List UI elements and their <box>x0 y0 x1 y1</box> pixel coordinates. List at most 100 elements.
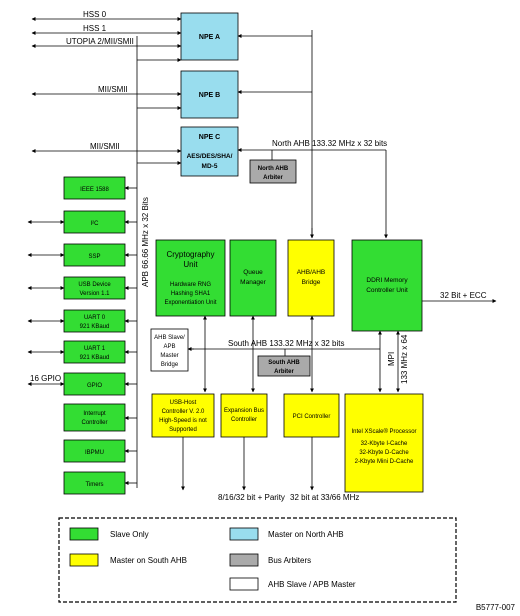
npe-a-label: NPE A <box>199 34 220 41</box>
connectors <box>27 17 497 491</box>
expansion-bus-label: 8/16/32 bit + Parity <box>218 493 285 502</box>
utopia-label: UTOPIA 2/MII/SMII <box>66 37 134 46</box>
ibpmu-label: IBPMU <box>85 450 104 456</box>
ddr-memory-controller-block: DDRI Memory Controller Unit <box>351 239 423 332</box>
mii-b-label: MII/SMII <box>98 85 128 94</box>
crypto-label-3: Hardware RNG <box>170 282 211 288</box>
gpio-block: GPIO <box>63 372 126 396</box>
apbbridge-label-2: APB <box>163 344 175 350</box>
usbhost-label-2: Controller V. 2.0 <box>162 409 205 415</box>
apb-bus-label: APB 66.66 MHz x 32 Bits <box>141 197 150 287</box>
npe-c-md5-label: MD-5 <box>202 163 218 170</box>
npe-b-label: NPE B <box>199 92 220 99</box>
npe-c-crypto-label: AES/DES/SHA/ <box>187 153 233 160</box>
pci-bus-label: 32 bit at 33/66 MHz <box>290 493 359 502</box>
legend-master-north: Master on North AHB <box>229 527 344 541</box>
uart1-label-2: 921 KBaud <box>80 355 110 361</box>
npe-b-block: NPE B <box>180 70 239 119</box>
apb-bridge-block: AHB Slave/ APB Master Bridge <box>150 328 189 372</box>
expbus-label-1: Expansion Bus <box>224 408 264 414</box>
legend-bus-arbiters: Bus Arbiters <box>229 553 311 567</box>
ibpmu-block: IBPMU <box>63 439 126 463</box>
legend-bridge: AHB Slave / APB Master <box>229 577 356 591</box>
pci-label: PCI Controller <box>293 414 331 420</box>
legend-slave-only-label: Slave Only <box>110 530 149 539</box>
ecc-label: 32 Bit + ECC <box>440 291 487 300</box>
mpi-speed-label: 133 MHz x 64 <box>400 334 409 384</box>
north-arbiter-label-2: Arbiter <box>263 175 283 181</box>
legend: Slave Only Master on North AHB Master on… <box>58 517 457 603</box>
npe-a-block: NPE A <box>180 12 239 61</box>
crypto-label-2: Unit <box>183 260 198 269</box>
south-arbiter-label-1: South AHB <box>268 360 300 366</box>
south-ahb-label: South AHB 133.32 MHz x 32 bits <box>228 339 345 348</box>
xscale-label-4: 2-Kbyte Mini D-Cache <box>355 459 414 465</box>
gpio-label: GPIO <box>87 383 102 389</box>
ieee1588-label: IEEE 1588 <box>80 187 109 193</box>
usbhost-label-4: Supported <box>169 427 197 433</box>
crypto-label-1: Cryptography <box>166 250 214 259</box>
xscale-processor-block: Intel XScale® Processor 32-Kbyte I-Cache… <box>344 393 424 493</box>
timers-label: Timers <box>85 482 103 488</box>
ssp-label: SSP <box>88 254 100 260</box>
usbhost-label-1: USB-Host <box>170 400 197 406</box>
legend-slave-only: Slave Only <box>69 527 149 541</box>
south-arbiter-label-2: Arbiter <box>274 369 294 375</box>
apbbridge-label-4: Bridge <box>161 362 179 368</box>
apbbridge-label-1: AHB Slave/ <box>154 335 185 341</box>
xscale-label-1: Intel XScale® Processor <box>351 428 416 435</box>
apbbridge-label-3: Master <box>160 353 178 359</box>
interrupt-controller-block: Interrupt Controller <box>63 403 126 432</box>
south-ahb-arbiter: South AHB Arbiter <box>257 355 311 377</box>
labels: HSS 0 HSS 1 UTOPIA 2/MII/SMII MII/SMII M… <box>30 10 487 502</box>
usb-device-block: USB Device Version 1.1 <box>63 276 126 300</box>
xscale-label-3: 32-Kbyte D-Cache <box>359 450 409 456</box>
ahbahb-label-2: Bridge <box>302 279 321 286</box>
uart0-block: UART 0 921 KBaud <box>63 309 126 333</box>
north-ahb-arbiter: North AHB Arbiter <box>249 159 297 184</box>
ieee1588-block: IEEE 1588 <box>63 176 126 200</box>
peripherals: IEEE 1588 I²C SSP USB Device Version 1.1… <box>63 176 126 495</box>
ahb-ahb-bridge-block: AHB/AHB Bridge <box>287 239 335 317</box>
pci-controller-block: PCI Controller <box>283 393 340 438</box>
interrupt-label-2: Controller <box>81 420 107 426</box>
queue-manager-block: Queue Manager <box>229 239 277 317</box>
gpio-ext-label: 16 GPIO <box>30 374 61 383</box>
north-ahb-label: North AHB 133.32 MHz x 32 bits <box>272 139 387 148</box>
expansion-bus-controller-block: Expansion Bus Controller <box>220 393 268 438</box>
queue-label-2: Manager <box>240 279 266 286</box>
north-arbiter-label-1: North AHB <box>258 166 289 172</box>
i2c-block: I²C <box>63 210 126 234</box>
uart1-label-1: UART 1 <box>84 346 106 352</box>
legend-bridge-label: AHB Slave / APB Master <box>268 580 356 589</box>
ssp-block: SSP <box>63 243 126 267</box>
npe-c-label: NPE C <box>199 134 220 141</box>
legend-bus-arbiters-label: Bus Arbiters <box>268 556 311 565</box>
usb-device-label-1: USB Device <box>78 282 111 288</box>
legend-master-south: Master on South AHB <box>69 553 187 567</box>
usbhost-label-3: High-Speed is not <box>159 418 207 424</box>
uart0-label-1: UART 0 <box>84 315 106 321</box>
usb-host-controller-block: USB-Host Controller V. 2.0 High-Speed is… <box>151 393 215 438</box>
figure-id: B5777-007 <box>476 603 516 612</box>
crypto-label-4: Hashing SHA1 <box>171 291 211 297</box>
ahbahb-label-1: AHB/AHB <box>297 269 326 276</box>
ddr-label-1: DDRI Memory <box>366 277 408 284</box>
mii-c-label: MII/SMII <box>90 142 120 151</box>
timers-block: Timers <box>63 471 126 495</box>
interrupt-label-1: Interrupt <box>83 411 106 417</box>
cryptography-unit-block: Cryptography Unit Hardware RNG Hashing S… <box>155 239 226 317</box>
usb-device-label-2: Version 1.1 <box>79 291 110 297</box>
npe-c-block: NPE C AES/DES/SHA/ MD-5 <box>180 126 239 177</box>
legend-master-south-label: Master on South AHB <box>110 556 187 565</box>
uart0-label-2: 921 KBaud <box>80 324 110 330</box>
xscale-label-2: 32-Kbyte I-Cache <box>361 441 408 447</box>
queue-label-1: Queue <box>243 269 263 276</box>
uart1-block: UART 1 921 KBaud <box>63 340 126 364</box>
i2c-label: I²C <box>91 221 100 227</box>
mpi-label: MPI <box>387 352 396 366</box>
hss1-label: HSS 1 <box>83 24 107 33</box>
crypto-label-5: Exponentiation Unit <box>164 300 216 306</box>
expbus-label-2: Controller <box>231 417 257 423</box>
